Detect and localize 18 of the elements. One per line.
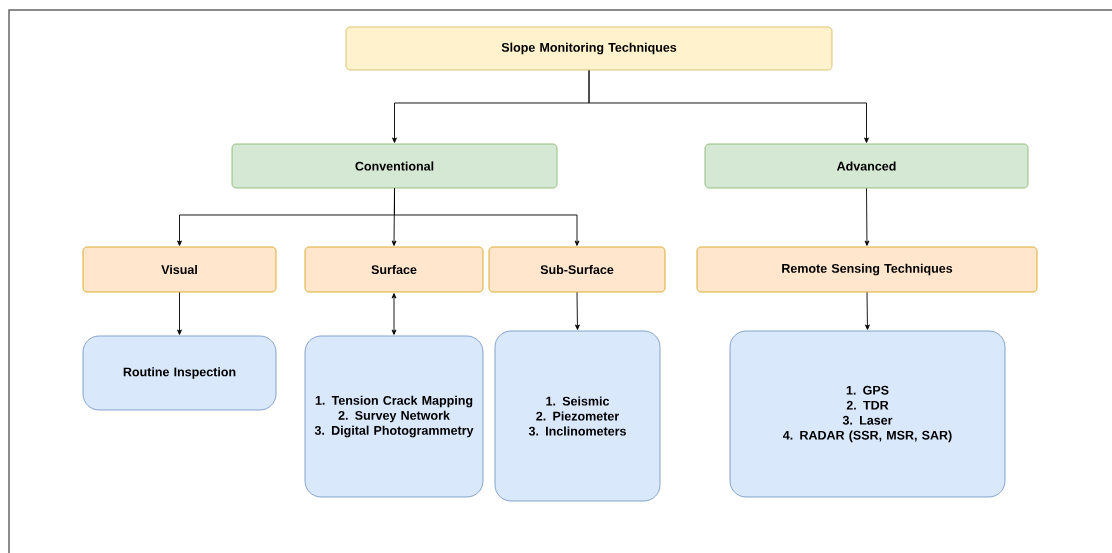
category-box: Advanced [704, 143, 1029, 189]
category-box: Sub-Surface [488, 246, 666, 293]
arrow [864, 187, 870, 246]
method-box: 1. Seismic 2. Piezometer 3. Inclinometers [494, 330, 661, 502]
arrow [177, 291, 182, 335]
category-box: Visual [82, 246, 277, 293]
arrow [865, 291, 870, 330]
arrow [588, 69, 869, 143]
arrow [575, 291, 580, 330]
method-box: Routine Inspection [82, 335, 277, 411]
category-box: Remote Sensing Techniques [696, 246, 1038, 293]
category-box: Conventional [231, 143, 558, 189]
arrow [391, 293, 397, 335]
method-box: 1. GPS 2. TDR 3. Laser 4. RADAR (SSR, MSR, SAR) [729, 330, 1006, 498]
method-box: 1. Tension Crack Mapping 2. Survey Network 3. Digital Photogrammetry [304, 335, 484, 498]
heading-box: Slope Monitoring Techniques [345, 26, 833, 71]
category-box: Surface [304, 246, 484, 293]
arrow [394, 187, 580, 246]
